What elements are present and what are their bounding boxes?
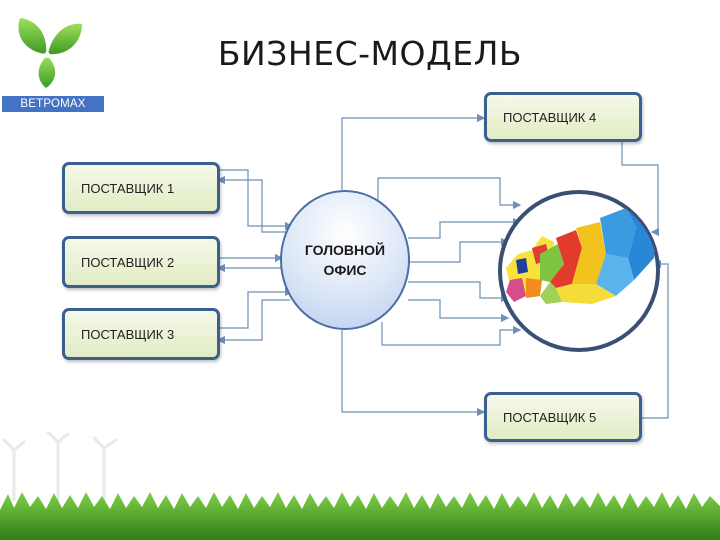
three-leaf-logo-icon — [18, 18, 82, 88]
supplier-1-box: ПОСТАВЩИК 1 — [62, 162, 220, 214]
page-title: БИЗНЕС-МОДЕЛЬ — [217, 34, 523, 73]
head-office-hub: ГОЛОВНОЙ ОФИС — [280, 190, 410, 330]
hub-label-line2: ОФИС — [323, 262, 367, 278]
grass-strip — [0, 492, 720, 540]
supplier-2-box: ПОСТАВЩИК 2 — [62, 236, 220, 288]
russia-regions-map-icon — [498, 190, 660, 352]
brand-badge: ВЕТРОМАХ — [2, 96, 104, 112]
hub-label-line1: ГОЛОВНОЙ — [304, 242, 386, 258]
supplier-5-box: ПОСТАВЩИК 5 — [484, 392, 642, 442]
supplier-3-box: ПОСТАВЩИК 3 — [62, 308, 220, 360]
wind-turbine-icon — [2, 432, 118, 502]
supplier-4-box: ПОСТАВЩИК 4 — [484, 92, 642, 142]
